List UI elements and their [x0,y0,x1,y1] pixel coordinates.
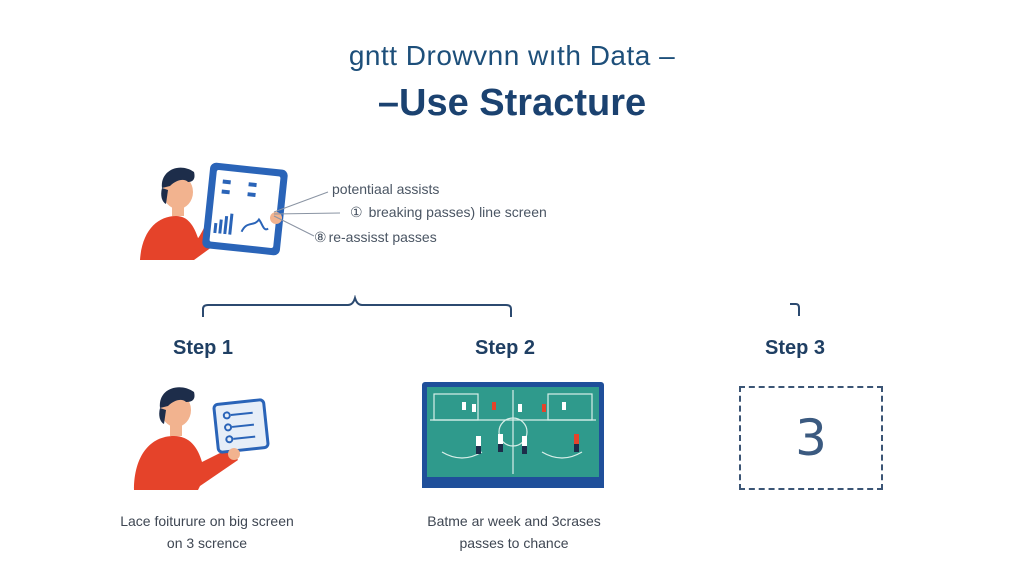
callout-text: breaking passes) line screen [368,204,547,220]
step-3-label: Step 3 [764,337,826,359]
step-1-label: Step 1 [172,337,234,359]
step-3-bracket-tick [790,303,800,316]
callout-text: potentiaal assists [332,181,440,197]
step-1-analyst-illustration [134,387,270,490]
player-markers [462,402,579,454]
step-3-placeholder-box: 3 [739,386,883,490]
callout-potential-assists: potentiaal assists [332,181,439,197]
callout-breaking-passes: ① breaking passes) line screen [350,204,547,221]
analyst-with-tablet-illustration [140,162,288,260]
page-title-line2: –Use Stracture [377,82,647,124]
page-title-line1: gntt Drowvnn wıth Data – [348,40,676,71]
circled-one-icon: ① [350,204,363,220]
circled-eight-icon: ⑧ [314,229,327,245]
step-2-pitch-screen [422,382,604,488]
caption-line: passes to chance [459,535,569,551]
step-1-caption: Lace foiturure on big screen on 3 screnc… [87,510,327,554]
caption-line: Batme ar week and 3crases [427,513,601,529]
caption-line: on 3 scrence [166,535,248,551]
caption-line: Lace foiturure on big screen [120,513,294,529]
step-2-label: Step 2 [474,337,536,359]
callout-connector-lines [273,191,341,237]
callout-text: re-assisst passes [328,229,437,245]
step-3-number: 3 [795,409,827,467]
step-2-caption: Batme ar week and 3crases passes to chan… [394,510,634,554]
steps-1-2-bracket [202,295,512,317]
